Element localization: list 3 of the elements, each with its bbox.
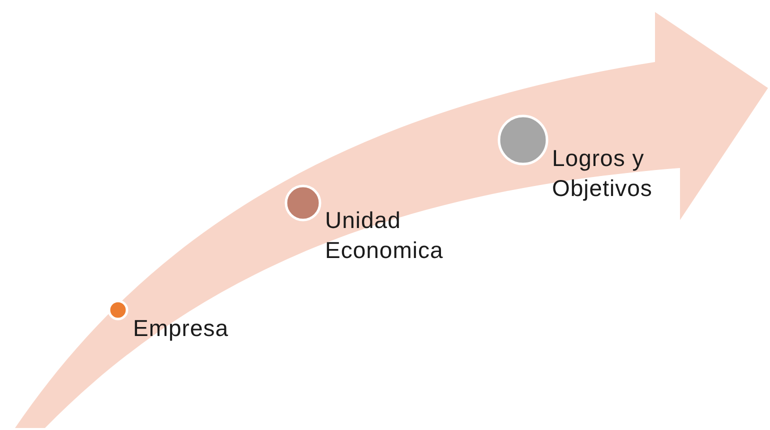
stage-label: Logros y Objetivos (552, 144, 654, 203)
stage-label: Empresa (133, 314, 230, 343)
stage-label: Unidad Economica (325, 206, 444, 265)
